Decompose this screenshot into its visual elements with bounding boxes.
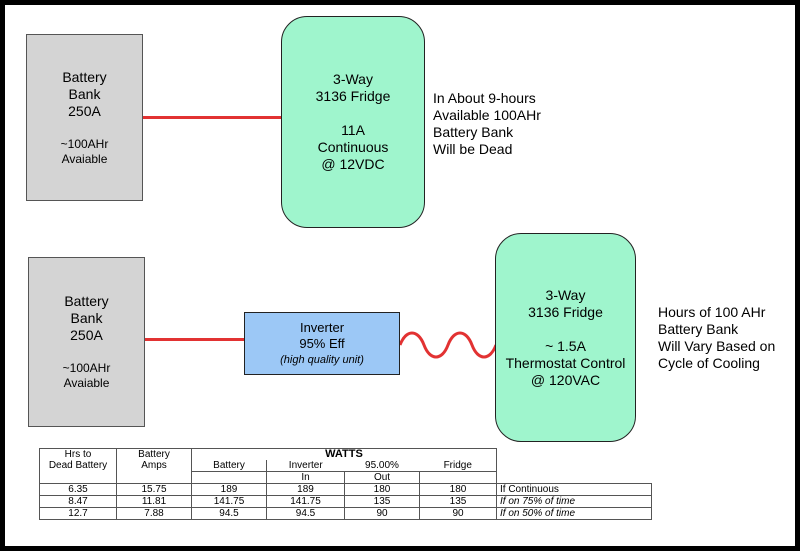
bottom-fridge: 3-Way 3136 Fridge ~ 1.5A Thermostat Cont… [495, 233, 636, 442]
cell-battery-watts: 189 [191, 483, 267, 496]
cell-amps: 11.81 [116, 495, 192, 508]
bottom-battery-line4: ~100AHr [62, 361, 111, 375]
top-note-line4: Will be Dead [433, 141, 513, 157]
cell-fridge-watts: 135 [419, 495, 497, 508]
top-battery-line2: Bank [68, 85, 101, 102]
top-fridge-line3: 11A [341, 122, 365, 138]
bottom-dc-wire [145, 338, 244, 341]
top-note-line3: Battery Bank [433, 124, 514, 140]
top-note: In About 9-hours Available 100AHr Batter… [433, 90, 541, 158]
bottom-fridge-line3: ~ 1.5A [545, 337, 586, 354]
top-fridge-line2: 3136 Fridge [315, 88, 391, 104]
top-battery-bank: Battery Bank 250A ~100AHr Avaiable [26, 34, 143, 201]
top-fridge: 3-Way 3136 Fridge 11A Continuous @ 12VDC [281, 16, 425, 228]
header-efficiency: 95.00% [365, 460, 399, 471]
cell-hrs: 8.47 [39, 495, 117, 508]
top-wire [143, 116, 283, 119]
bottom-fridge-line4: Thermostat Control [505, 354, 626, 371]
top-fridge-line1: 3-Way [333, 71, 373, 87]
cell-hrs: 6.35 [39, 483, 117, 496]
bottom-note-line2: Battery Bank [658, 321, 739, 337]
cell-amps: 7.88 [116, 507, 192, 520]
top-fridge-line5: @ 12VDC [321, 156, 385, 172]
bottom-fridge-line1: 3-Way [545, 286, 586, 303]
bottom-note: Hours of 100 AHr Battery Bank Will Vary … [658, 304, 775, 372]
cell-fridge-watts: 180 [419, 483, 497, 496]
cell-battery-watts: 141.75 [191, 495, 267, 508]
bottom-fridge-line2: 3136 Fridge [528, 303, 603, 320]
table-row: 6.35 15.75 189 189 180 180 If Continuous [39, 483, 652, 496]
top-note-line1: In About 9-hours [433, 90, 536, 106]
ac-wave-wire [400, 331, 496, 359]
inverter-line2: 95% Eff [299, 335, 345, 351]
cell-condition: If on 50% of time [496, 507, 652, 520]
header-in: In [266, 471, 345, 484]
bottom-battery-bank: Battery Bank 250A ~100AHr Avaiable [28, 257, 145, 427]
header-hrs-top: Hrs to [39, 448, 117, 460]
cell-battery-watts: 94.5 [191, 507, 267, 520]
bottom-battery-line5: Avaiable [63, 376, 110, 390]
bottom-fridge-line5: @ 120VAC [530, 371, 601, 388]
top-battery-line1: Battery [62, 68, 107, 85]
bottom-battery-line2: Bank [70, 310, 103, 326]
cell-inverter-in: 94.5 [266, 507, 345, 520]
cell-inverter-in: 141.75 [266, 495, 345, 508]
header-watts: WATTS [191, 448, 497, 460]
bottom-note-line3: Will Vary Based on [658, 338, 776, 354]
cell-condition: If on 75% of time [496, 495, 652, 508]
cell-hrs: 12.7 [39, 507, 117, 520]
table-row: 12.7 7.88 94.5 94.5 90 90 If on 50% of t… [39, 507, 652, 520]
table-header-row-3: In Out [39, 471, 652, 484]
top-note-line2: Available 100AHr [433, 107, 541, 123]
header-fridge: Fridge [419, 460, 497, 472]
cell-inverter-out: 90 [344, 507, 420, 520]
inverter-box: Inverter 95% Eff (high quality unit) [244, 312, 400, 375]
cell-inverter-in: 189 [266, 483, 345, 496]
cell-inverter-out: 180 [344, 483, 420, 496]
cell-fridge-watts: 90 [419, 507, 497, 520]
top-battery-line5: Avaiable [61, 151, 108, 166]
table-header-row-2: Dead Battery Amps Battery Inverter 95.00… [39, 460, 652, 472]
table-header-row-1: Hrs to Battery WATTS [39, 448, 652, 460]
header-amps-top: Battery [116, 448, 192, 460]
inverter-line3: (high quality unit) [280, 353, 364, 366]
table-row: 8.47 11.81 141.75 141.75 135 135 If on 7… [39, 495, 652, 508]
watts-table: Hrs to Battery WATTS Dead Battery Amps B… [39, 448, 652, 520]
top-battery-line3: 250A [68, 102, 101, 119]
bottom-note-line4: Cycle of Cooling [658, 355, 760, 371]
diagram-panel: Battery Bank 250A ~100AHr Avaiable 3-Way… [5, 5, 795, 546]
header-inverter: Inverter [288, 460, 323, 471]
top-fridge-line4: Continuous [317, 139, 389, 155]
bottom-battery-line3: 250A [70, 327, 103, 343]
bottom-battery-line1: Battery [64, 293, 109, 309]
cell-condition: If Continuous [496, 483, 652, 496]
header-amps-bottom: Amps [116, 460, 192, 472]
bottom-note-line1: Hours of 100 AHr [658, 304, 766, 320]
cell-inverter-out: 135 [344, 495, 420, 508]
header-hrs-bottom: Dead Battery [39, 460, 117, 472]
header-out: Out [344, 471, 420, 484]
inverter-line1: Inverter [299, 319, 345, 335]
top-battery-line4: ~100AHr [60, 136, 109, 151]
cell-amps: 15.75 [116, 483, 192, 496]
header-battery: Battery [191, 460, 267, 472]
